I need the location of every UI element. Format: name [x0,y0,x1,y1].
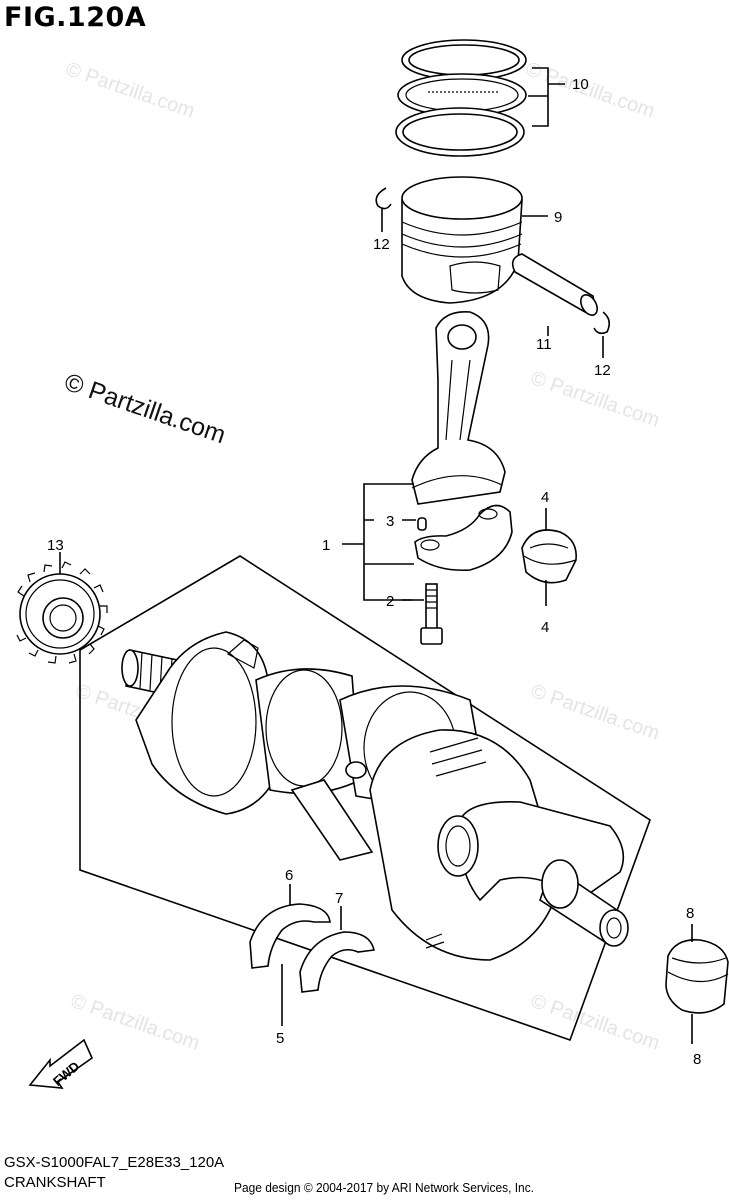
callout-3[interactable]: 3 [386,513,394,530]
figure-title: FIG.120A [4,2,147,33]
connecting-rod-cap[interactable] [414,504,513,572]
callout-7[interactable]: 7 [335,890,343,907]
callout-8-bottom[interactable]: 8 [693,1051,701,1068]
callout-11[interactable]: 11 [536,336,552,353]
callout-8-top[interactable]: 8 [686,905,694,922]
callout-9[interactable]: 9 [554,209,562,226]
leader-lines [59,67,693,1044]
piston-pin-circlip-left[interactable] [375,187,392,210]
piston[interactable] [401,176,523,304]
callout-12-left[interactable]: 12 [373,236,390,253]
connecting-rod[interactable] [411,311,506,531]
page-credit: Page design © 2004-2017 by ARI Network S… [234,1180,535,1195]
crank-gear[interactable] [16,561,108,664]
forward-direction-arrow: FWD [28,1038,93,1089]
callout-5[interactable]: 5 [276,1030,284,1047]
connecting-rod-bolt[interactable] [420,583,443,645]
piston-ring-set[interactable] [395,39,527,157]
callout-4-bottom[interactable]: 4 [541,619,549,636]
callout-13[interactable]: 13 [47,537,64,554]
callout-4-top[interactable]: 4 [541,489,549,506]
model-code: GSX-S1000FAL7_E28E33_120A [4,1154,225,1171]
piston-pin[interactable] [511,253,601,318]
section-name: CRANKSHAFT [4,1174,106,1191]
conrod-bearing[interactable] [521,529,577,584]
callout-labels: 10 9 12 11 12 1 3 2 4 4 13 5 6 7 8 8 [47,76,701,1068]
crankshaft[interactable] [121,631,629,961]
callout-1[interactable]: 1 [322,537,330,554]
piston-pin-circlip-right[interactable] [593,311,611,335]
callout-12-right[interactable]: 12 [594,362,611,379]
callout-10[interactable]: 10 [572,76,589,93]
callout-6[interactable]: 6 [285,867,293,884]
thrust-bearing-7[interactable] [299,931,375,993]
thrust-bearing-6[interactable] [249,903,331,969]
crankshaft-main-bearing[interactable] [665,939,729,1014]
callout-2[interactable]: 2 [386,593,394,610]
